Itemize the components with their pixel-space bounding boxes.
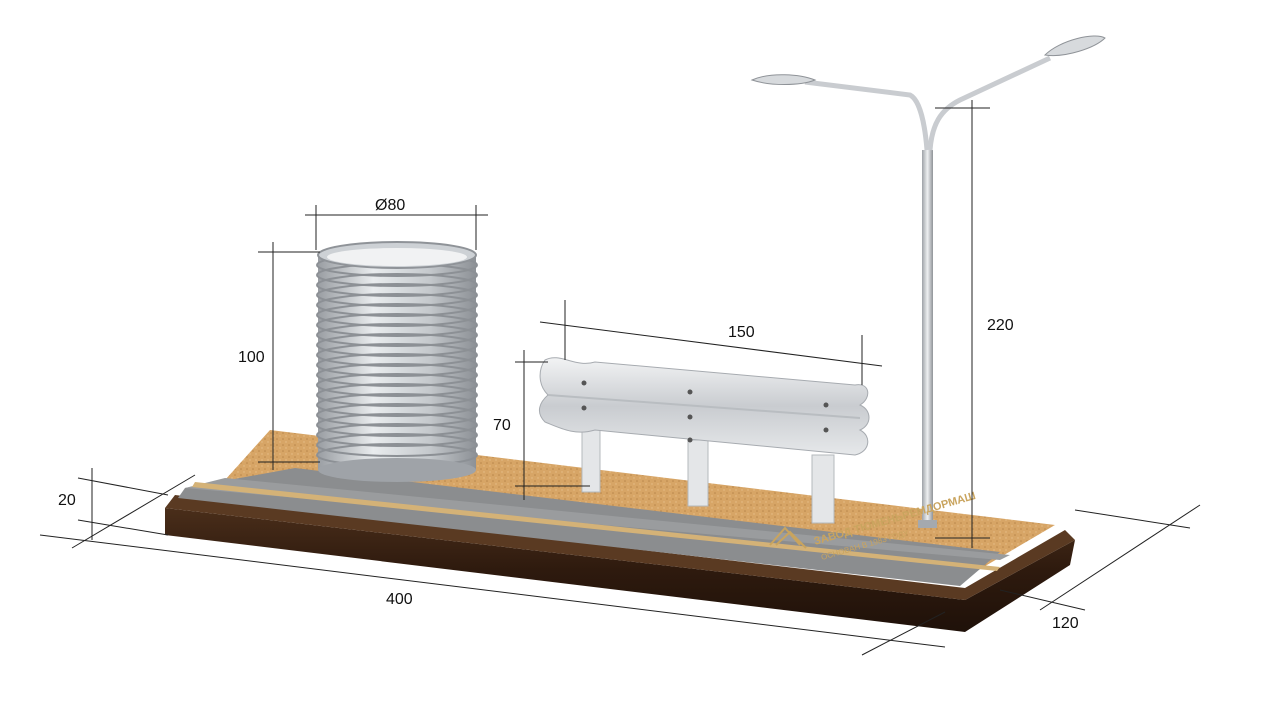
pipe-ring — [316, 343, 478, 367]
pipe-ring — [316, 433, 478, 457]
pipe-ring — [316, 273, 478, 297]
barrier-post — [687, 439, 709, 507]
pipe-ring — [316, 383, 478, 407]
pipe-ring — [316, 283, 478, 307]
asphalt-road — [178, 468, 1010, 586]
corrugated-pipe — [316, 241, 478, 482]
dimension-lines — [39, 100, 1201, 656]
barrier-post — [581, 429, 601, 493]
pipe-ring — [316, 413, 478, 437]
pipe-ring — [316, 393, 478, 417]
pipe-ring — [316, 303, 478, 327]
pipe-ring — [316, 353, 478, 377]
dim-base-height-label: 20 — [58, 492, 76, 509]
dim-diameter-label: Ø80 — [375, 197, 405, 214]
dim-base-depth-label: 120 — [1052, 615, 1079, 632]
pipe-ring — [316, 313, 478, 337]
lamp-head-left — [750, 74, 817, 85]
barrier-post — [811, 454, 835, 524]
pipe-ring — [316, 423, 478, 447]
dim-lamp-height-label: 220 — [987, 317, 1014, 334]
pipe-ring — [316, 363, 478, 387]
dim-barrier-length-label: 150 — [728, 324, 755, 341]
dim-pipe-height-label: 100 — [238, 349, 265, 366]
dimension-labels: Ø80 100 150 70 220 20 400 120 — [58, 197, 1079, 632]
pipe-ring — [316, 333, 478, 357]
street-lamp — [750, 35, 1106, 528]
dim-base-length-label: 400 — [386, 591, 413, 608]
pipe-ring — [316, 403, 478, 427]
pipe-ring — [316, 323, 478, 347]
lamp-head-right — [1043, 35, 1106, 57]
dim-barrier-height-label: 70 — [493, 417, 511, 434]
pipe-ring — [316, 373, 478, 397]
road-barrier — [538, 357, 870, 524]
pipe-ring — [316, 293, 478, 317]
